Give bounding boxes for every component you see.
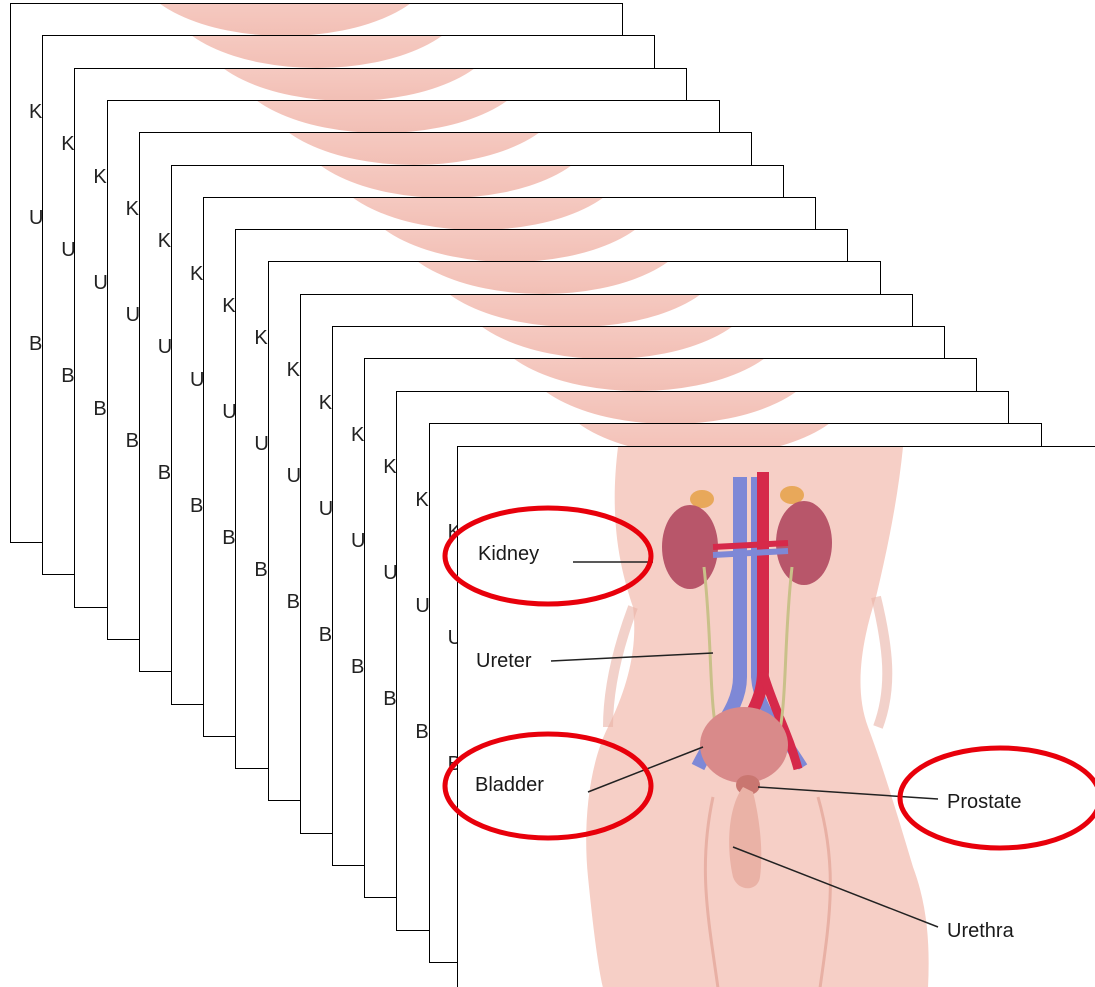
slide-torso-fragment bbox=[167, 35, 467, 68]
slide-label-fragment: K bbox=[287, 360, 300, 380]
label-kidney: Kidney bbox=[478, 544, 539, 564]
slide-label-fragment: K bbox=[126, 199, 139, 219]
slide-label-fragment: B bbox=[93, 399, 106, 419]
slide-label-fragment: B bbox=[415, 722, 428, 742]
slide-torso-fragment bbox=[360, 229, 660, 262]
slide-torso-fragment bbox=[296, 165, 596, 198]
slide-label-fragment: K bbox=[158, 231, 171, 251]
slide-label-fragment: B bbox=[29, 334, 42, 354]
slide-torso-fragment bbox=[457, 326, 757, 359]
slide-label-fragment: K bbox=[383, 457, 396, 477]
slide-label-fragment: B bbox=[190, 496, 203, 516]
slide-label-fragment: B bbox=[383, 689, 396, 709]
slide-label-fragment: B bbox=[254, 560, 267, 580]
kidney-left-shape bbox=[662, 505, 718, 589]
label-urethra: Urethra bbox=[947, 921, 1014, 941]
slide-label-fragment: B bbox=[61, 366, 74, 386]
slide-label-fragment: K bbox=[351, 425, 364, 445]
slide-label-fragment: K bbox=[415, 490, 428, 510]
bladder-shape bbox=[700, 707, 788, 783]
anatomy-illustration bbox=[458, 447, 1095, 987]
slide-torso-fragment bbox=[264, 132, 564, 165]
slide-torso-fragment bbox=[489, 358, 789, 391]
slide-torso-fragment bbox=[199, 68, 499, 101]
slide-label-fragment: B bbox=[287, 592, 300, 612]
slide-torso-fragment bbox=[521, 391, 821, 424]
slide-label-fragment: B bbox=[351, 657, 364, 677]
slide-label-fragment: K bbox=[93, 167, 106, 187]
slide-label-fragment: B bbox=[126, 431, 139, 451]
label-bladder: Bladder bbox=[475, 775, 544, 795]
slide-label-fragment: B bbox=[222, 528, 235, 548]
label-prostate: Prostate bbox=[947, 792, 1021, 812]
front-slide: Kidney Ureter Bladder Prostate Urethra bbox=[457, 446, 1095, 987]
slide-label-fragment: K bbox=[319, 393, 332, 413]
slide-torso-fragment bbox=[135, 3, 435, 36]
slide-label-fragment: K bbox=[254, 328, 267, 348]
slide-label-fragment: K bbox=[61, 134, 74, 154]
slide-torso-fragment bbox=[232, 100, 532, 133]
slide-torso-fragment bbox=[425, 294, 725, 327]
slide-label-fragment: B bbox=[319, 625, 332, 645]
slide-label-fragment: B bbox=[158, 463, 171, 483]
slide-label-fragment: K bbox=[222, 296, 235, 316]
slide-label-fragment: K bbox=[190, 264, 203, 284]
label-ureter: Ureter bbox=[476, 651, 532, 671]
slide-torso-fragment bbox=[328, 197, 628, 230]
slide-torso-fragment bbox=[393, 261, 693, 294]
slide-label-fragment: K bbox=[29, 102, 42, 122]
